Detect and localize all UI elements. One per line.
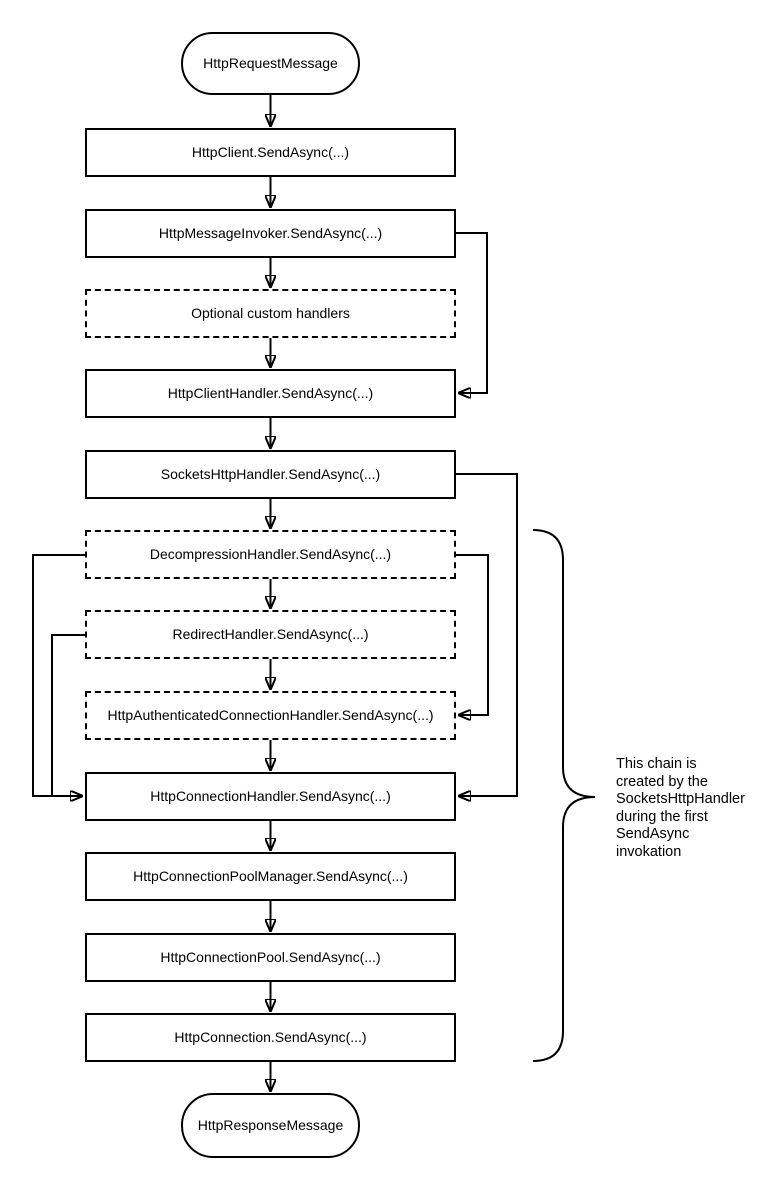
node-httpmessageinvoker-sendasync: HttpMessageInvoker.SendAsync(...) (85, 209, 456, 258)
node-decompressionhandler-sendasync: DecompressionHandler.SendAsync(...) (85, 530, 456, 579)
brace-annotation-text: This chain is created by the SocketsHttp… (616, 756, 745, 860)
node-httpconnection-sendasync: HttpConnection.SendAsync(...) (85, 1013, 456, 1062)
bypass-invoker-to-clienthandler (456, 232, 488, 393)
node-http-request-message: HttpRequestMessage (181, 32, 360, 95)
node-optional-custom-handlers: Optional custom handlers (85, 289, 456, 338)
node-socketshttphandler-sendasync: SocketsHttpHandler.SendAsync(...) (85, 450, 456, 499)
node-httpconnectionpool-sendasync: HttpConnectionPool.SendAsync(...) (85, 933, 456, 982)
node-httpclient-sendasync: HttpClient.SendAsync(...) (85, 128, 456, 177)
curly-brace (532, 529, 596, 1062)
bypass-decompression-to-authenticated (456, 554, 489, 715)
node-httpconnectionpoolmanager-sendasync: HttpConnectionPoolManager.SendAsync(...) (85, 852, 456, 901)
node-httpconnectionhandler-sendasync: HttpConnectionHandler.SendAsync(...) (85, 772, 456, 821)
bypass-decompression-to-connectionhandler (32, 554, 85, 796)
bypass-redirect-to-connectionhandler (51, 634, 85, 796)
node-http-response-message: HttpResponseMessage (181, 1093, 360, 1158)
bypass-sockets-to-connectionhandler (456, 473, 518, 796)
node-httpauthenticatedconnectionhandler-sendasync: HttpAuthenticatedConnectionHandler.SendA… (85, 691, 456, 740)
node-httpclienthandler-sendasync: HttpClientHandler.SendAsync(...) (85, 369, 456, 418)
node-redirecthandler-sendasync: RedirectHandler.SendAsync(...) (85, 610, 456, 659)
